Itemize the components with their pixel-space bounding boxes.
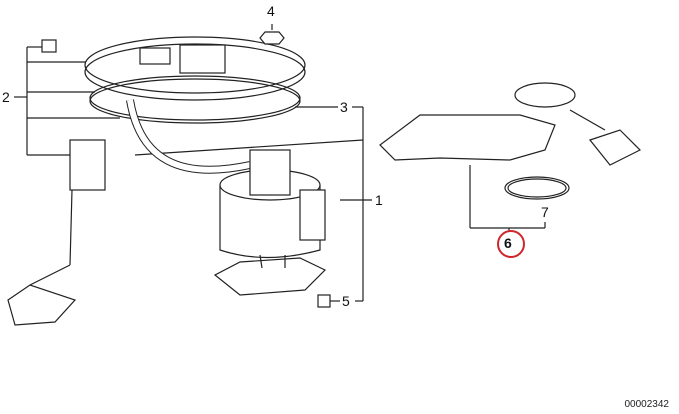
callout-6: 6	[504, 235, 512, 251]
callout-1: 1	[375, 192, 383, 208]
diagram-code: 00002342	[624, 399, 670, 410]
level-sender-unit	[379, 82, 642, 200]
callout-4: 4	[267, 3, 275, 19]
callout-2: 2	[2, 89, 10, 105]
leader-lines	[14, 24, 546, 302]
clip	[317, 294, 331, 308]
nut	[259, 31, 285, 45]
flange-plate	[84, 36, 306, 101]
fuel-pump	[213, 149, 327, 296]
highlight-ring	[497, 230, 525, 258]
callout-5: 5	[342, 293, 350, 309]
level-sender	[7, 139, 106, 326]
callout-7: 7	[541, 204, 549, 220]
gasket-ring	[89, 75, 301, 121]
hose	[126, 99, 251, 174]
callout-3: 3	[340, 99, 348, 115]
clip	[41, 39, 57, 53]
